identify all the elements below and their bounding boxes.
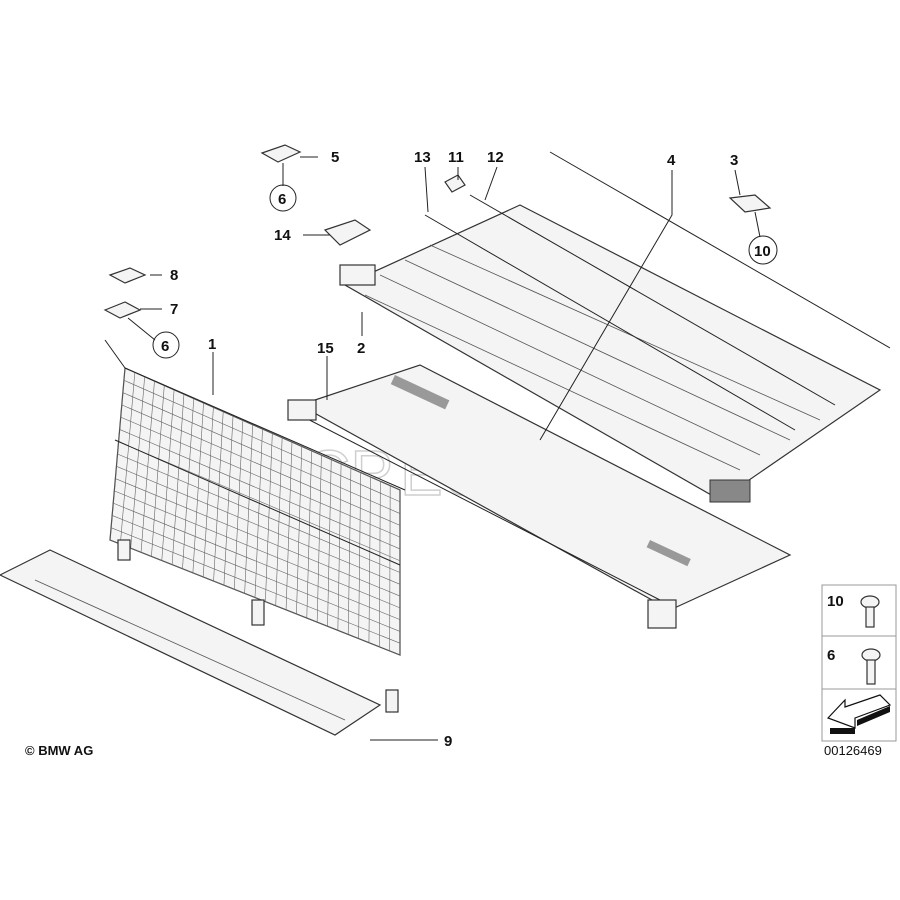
leader-lines (127, 156, 761, 741)
callout-circle-6b (152, 331, 180, 359)
part-12-rod (469, 194, 836, 406)
legend-item-10: 10 (827, 593, 844, 610)
callout-3: 3 (730, 152, 738, 169)
callout-7: 7 (170, 301, 178, 318)
callout-6: 6 (278, 191, 286, 208)
part-11-holder (444, 174, 466, 193)
part-7-clip (103, 301, 142, 319)
callout-12: 12 (487, 149, 504, 166)
callout-14: 14 (274, 227, 291, 244)
copyright-text: © BMW AG (25, 743, 94, 758)
callout-1: 1 (208, 336, 216, 353)
document-id: 00126469 (824, 743, 882, 758)
callout-13: 13 (414, 149, 431, 166)
screw-icon (860, 595, 880, 628)
part-14-bracket (323, 219, 372, 246)
legend-item-6: 6 (827, 647, 835, 664)
callout-9: 9 (444, 733, 452, 750)
part-5-clip (260, 144, 302, 163)
callout-5: 5 (331, 149, 339, 166)
part-3-cap (728, 194, 772, 213)
fastener-legend: 10 6 (821, 584, 897, 742)
part-4-rod (549, 151, 891, 349)
screw-icon (861, 648, 881, 685)
callout-circle-10 (748, 235, 778, 265)
part-8-cap (108, 267, 147, 284)
callout-8: 8 (170, 267, 178, 284)
callout-15: 15 (317, 340, 334, 357)
callout-6: 6 (161, 338, 169, 355)
callout-circle-6a (269, 184, 297, 212)
part-1-luggage-net (104, 339, 406, 713)
callout-11: 11 (448, 149, 464, 166)
part-2-roller-blind (339, 204, 882, 503)
part-15-cover (287, 364, 792, 629)
callout-10: 10 (754, 243, 771, 260)
part-9-floor-strip (0, 549, 382, 736)
arrow-icon (826, 694, 892, 734)
callout-4: 4 (667, 152, 676, 169)
part-13-rod (424, 214, 796, 431)
callout-2: 2 (357, 340, 365, 357)
